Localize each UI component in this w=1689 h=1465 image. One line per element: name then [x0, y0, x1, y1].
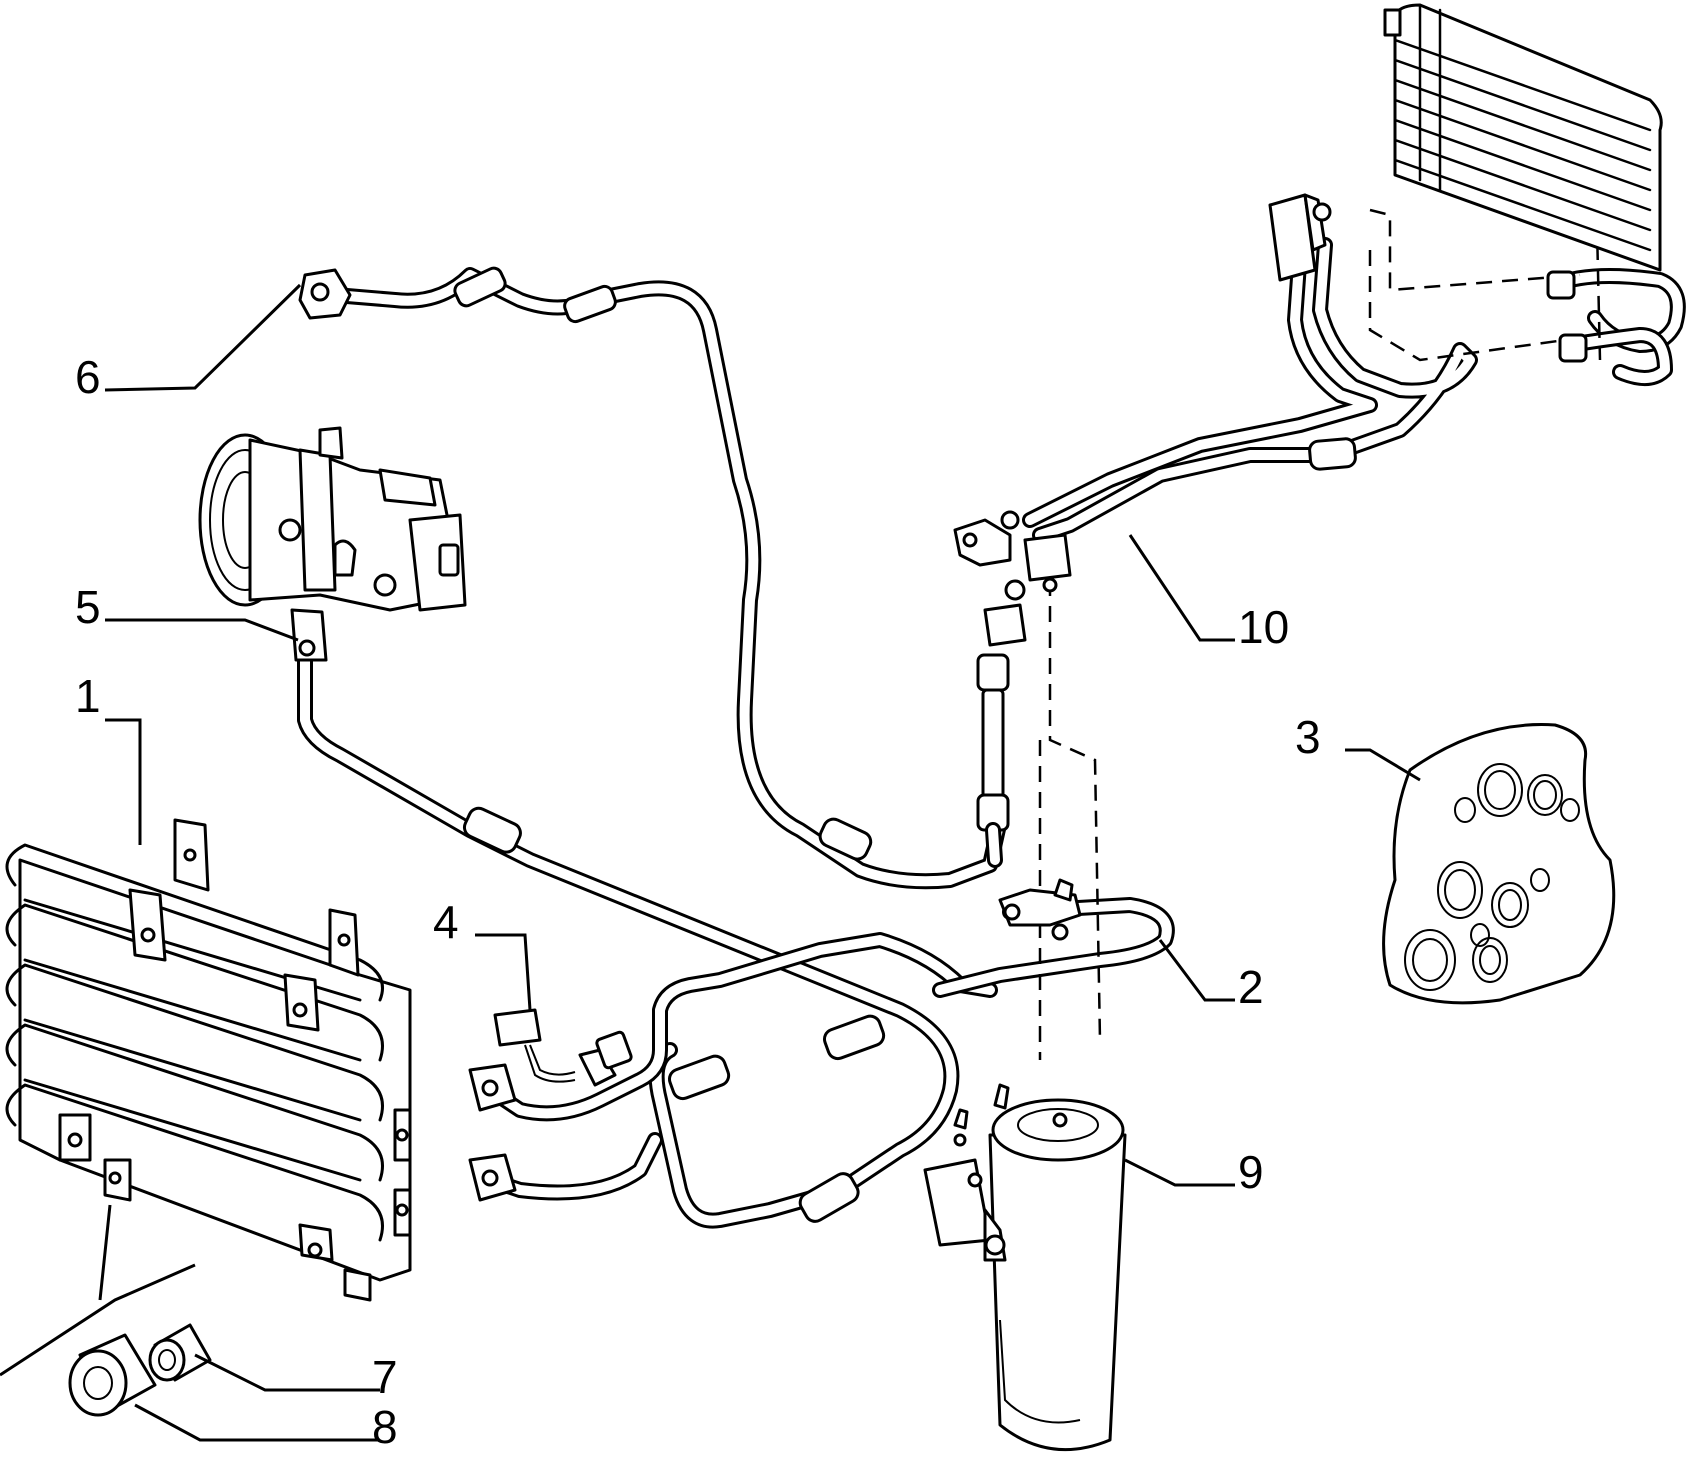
pressure-switch	[998, 878, 1082, 941]
callout-9: 9	[1238, 1146, 1264, 1198]
callout-3: 3	[1295, 711, 1321, 763]
compressor	[198, 426, 467, 612]
callout-2: 2	[1238, 961, 1264, 1013]
rubber-bushings	[0, 1204, 212, 1417]
callout-5: 5	[75, 581, 101, 633]
callout-labels: 1 2 3 4 5 6 7 8 9 10	[75, 351, 1321, 1453]
callout-6: 6	[75, 351, 101, 403]
callout-4: 4	[433, 896, 459, 948]
receiver-drier	[923, 1083, 1127, 1452]
inline-filter	[976, 579, 1027, 868]
o-ring-kit	[1382, 723, 1616, 1005]
hose-fitting-6	[298, 268, 352, 320]
evaporator	[1268, 3, 1663, 363]
hose-fitting-5	[290, 608, 328, 662]
callout-8: 8	[372, 1401, 398, 1453]
callout-10: 10	[1238, 601, 1289, 653]
condenser	[5, 818, 412, 1302]
hose-ferrules	[453, 266, 1357, 1223]
callout-7: 7	[372, 1351, 398, 1403]
pressure-sensor	[493, 1008, 633, 1087]
condenser-hose-ends	[468, 1063, 517, 1202]
expansion-fitting	[953, 510, 1072, 593]
leader-lines	[104, 283, 1421, 1442]
callout-1: 1	[75, 670, 101, 722]
